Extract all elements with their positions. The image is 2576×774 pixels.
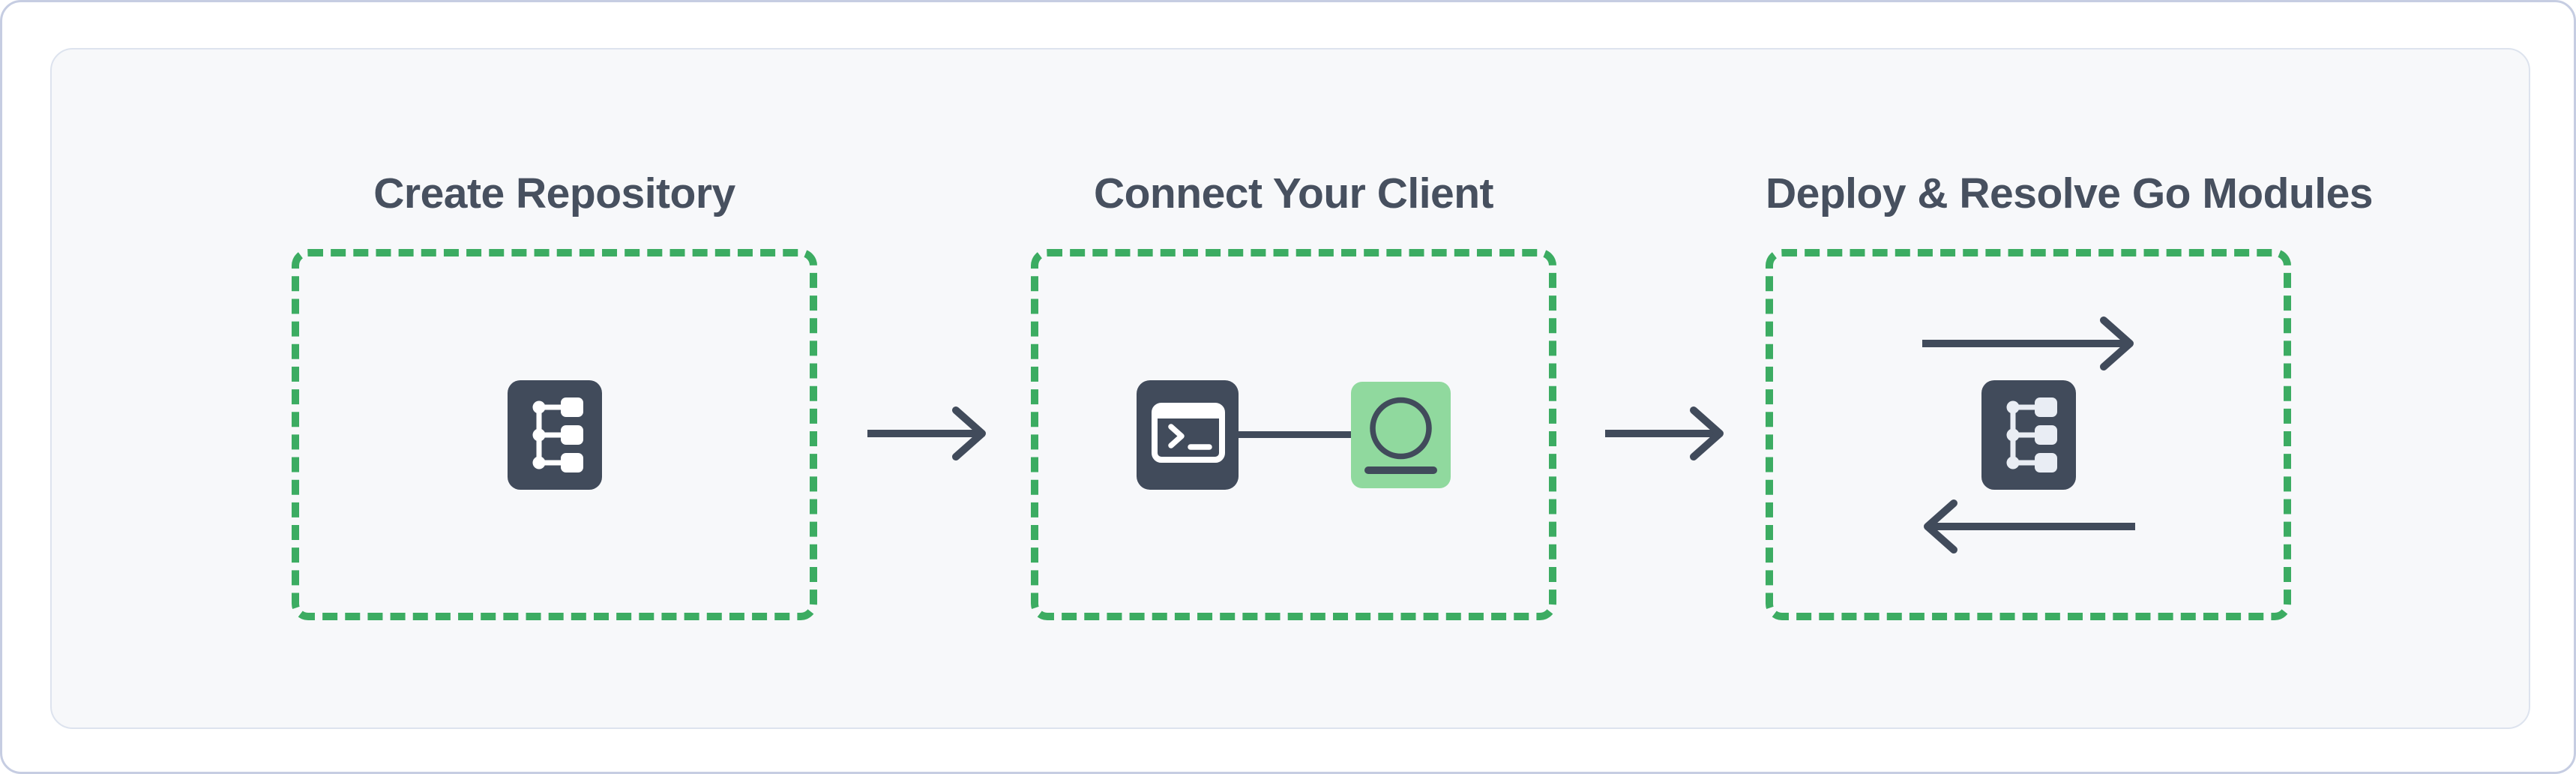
step-connect-your-client: Connect Your Client — [1031, 170, 1556, 620]
step-title-connect-your-client: Connect Your Client — [1093, 170, 1494, 218]
step-title-create-repository: Create Repository — [373, 170, 735, 218]
step-create-repository: Create Repository — [292, 170, 817, 620]
arrow-right-icon — [867, 406, 986, 460]
client-circle-icon — [1351, 381, 1451, 488]
terminal-to-client-link — [1239, 431, 1351, 438]
step-deploy-resolve-go-modules: Deploy & Resolve Go Modules — [1766, 170, 2374, 620]
arrow-right-icon — [1605, 406, 1724, 460]
step-box-create-repository — [292, 249, 817, 620]
repository-tree-icon — [1981, 380, 2076, 490]
step-box-deploy-resolve-go-modules — [1766, 249, 2291, 620]
terminal-icon — [1137, 380, 1239, 490]
arrow-left-icon — [1923, 499, 2135, 554]
step-box-connect-your-client — [1031, 249, 1556, 620]
step-title-deploy-resolve-go-modules: Deploy & Resolve Go Modules — [1766, 170, 2374, 218]
repository-tree-icon — [507, 380, 602, 490]
diagram-panel: Create Repository — [50, 48, 2530, 729]
arrow-right-icon — [1922, 316, 2134, 370]
